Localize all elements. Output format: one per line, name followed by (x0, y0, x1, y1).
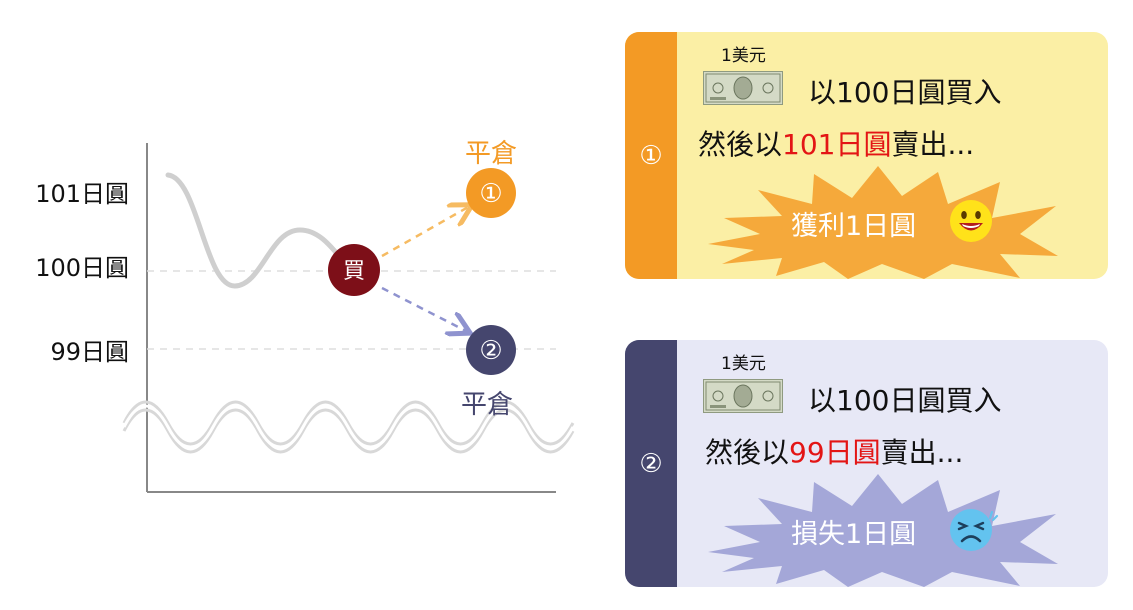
sell-text: 然後以101日圓賣出... (698, 123, 974, 163)
scenario-card-profit: ① 1美元 以100日圓買入 然後以101日圓賣出... 獲利1日圓 (625, 32, 1108, 279)
result-text: 獲利1日圓 (791, 211, 917, 242)
arrow-to-outcome-2 (381, 286, 468, 332)
burst-shape (708, 166, 1058, 279)
scenario-card-loss: ② 1美元 以100日圓買入 然後以99日圓賣出... 損失1日圓 (625, 340, 1108, 587)
card-badge-1: ① (625, 32, 677, 279)
y-label-100: 100日圓 (35, 254, 129, 282)
outcome-2-marker: ② (466, 325, 516, 375)
bill-caption: 1美元 (721, 354, 766, 374)
sell-suffix: 賣出... (891, 128, 975, 161)
price-diagram: 101日圓 100日圓 99日圓 買 平倉 ① ② 平倉 (35, 139, 575, 493)
close-label-2: 平倉 (461, 390, 513, 420)
buy-text: 以100日圓買入 (808, 76, 1002, 109)
sell-text: 然後以99日圓賣出... (705, 431, 963, 471)
smile-face-icon (950, 200, 992, 242)
dollar-bill-icon (703, 379, 783, 413)
outcome-1-marker: ① (466, 168, 516, 218)
close-label-1: 平倉 (465, 139, 517, 169)
axis-break-waves (122, 400, 575, 454)
sell-suffix: 賣出... (880, 436, 964, 469)
arrow-to-outcome-1 (381, 206, 470, 258)
result-text: 損失1日圓 (791, 519, 917, 550)
card-badge-2: ② (625, 340, 677, 587)
bill-caption: 1美元 (721, 46, 766, 66)
y-label-99: 99日圓 (50, 338, 129, 366)
sell-price: 99日圓 (789, 436, 881, 469)
price-curve (165, 172, 353, 289)
sad-face-icon (950, 509, 999, 551)
outcome-2-number: ② (479, 336, 502, 366)
buy-text: 以100日圓買入 (808, 384, 1002, 417)
dollar-bill-icon (703, 71, 783, 105)
burst-shape (708, 474, 1058, 587)
outcome-1-number: ① (479, 179, 502, 209)
y-label-101: 101日圓 (35, 180, 129, 208)
sell-price: 101日圓 (782, 128, 892, 161)
sell-prefix: 然後以 (705, 436, 790, 469)
buy-marker-label: 買 (343, 259, 365, 284)
buy-marker: 買 (328, 244, 380, 296)
sell-prefix: 然後以 (698, 128, 783, 161)
